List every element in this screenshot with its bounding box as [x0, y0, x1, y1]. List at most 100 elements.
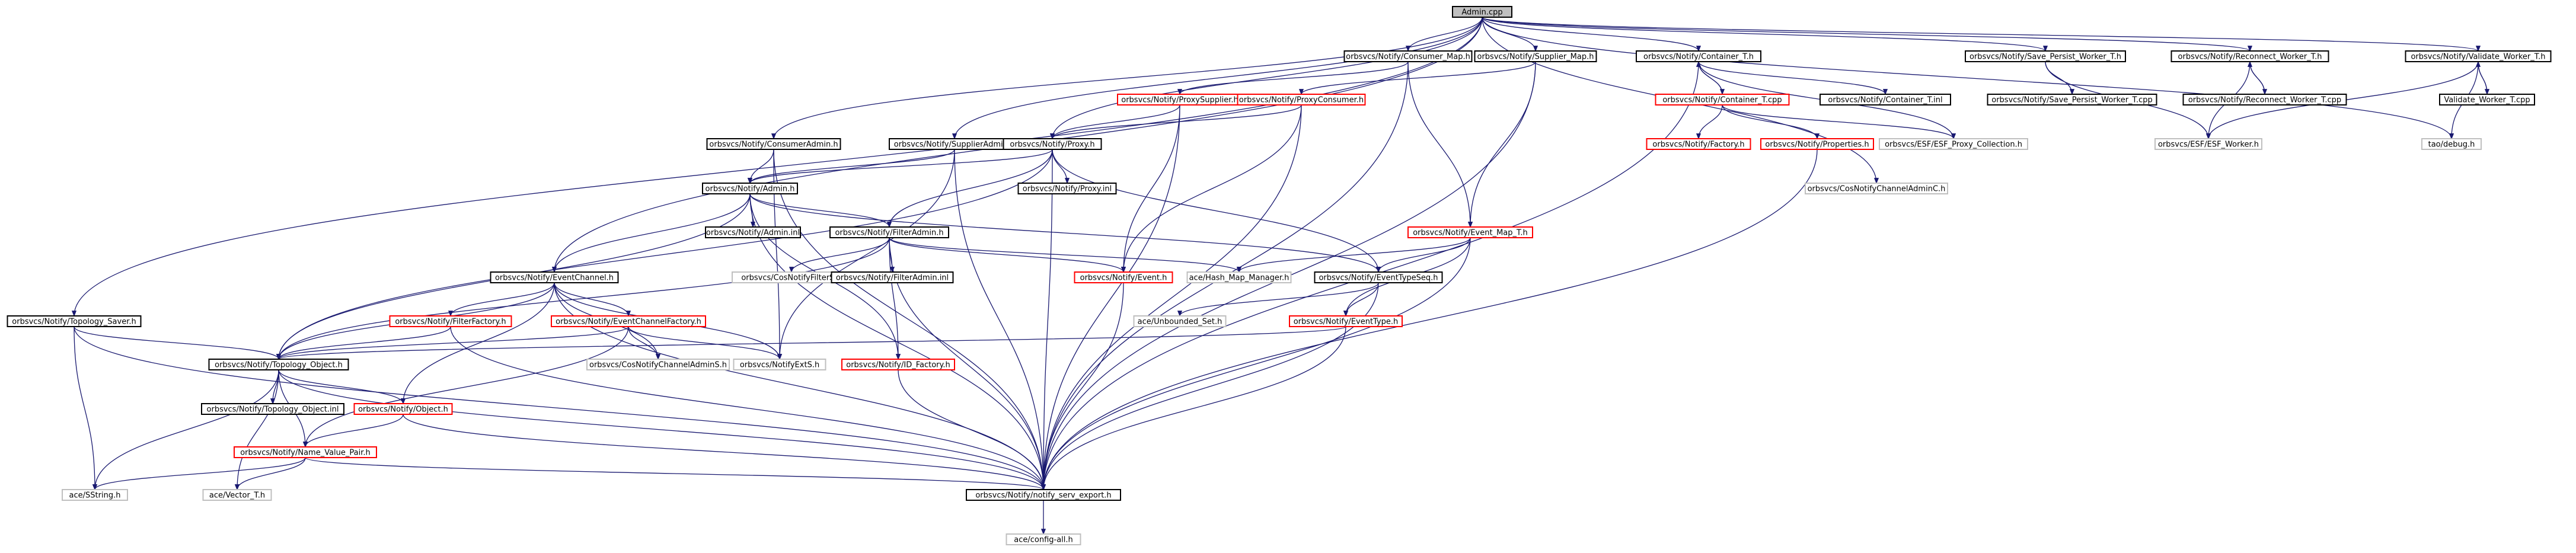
node-box: [1655, 94, 1790, 106]
node-box: [831, 271, 954, 283]
node-label: ace/Vector_T.h: [209, 491, 265, 500]
graph-node-topology-object-h[interactable]: orbsvcs/Notify/Topology_Object.h: [208, 359, 349, 370]
graph-node-proxy-h[interactable]: orbsvcs/Notify/Proxy.h: [1003, 138, 1102, 150]
graph-node-reconnect-worker-h[interactable]: orbsvcs/Notify/Reconnect_Worker_T.h: [2170, 50, 2329, 62]
graph-node-supplier-map-h[interactable]: orbsvcs/Notify/Supplier_Map.h: [1474, 50, 1597, 62]
graph-node-supplieradmin-h[interactable]: orbsvcs/Notify/SupplierAdmin.h: [889, 138, 1020, 150]
graph-node-proxyconsumer-h[interactable]: orbsvcs/Notify/ProxyConsumer.h: [1237, 94, 1366, 106]
node-box: [1646, 138, 1751, 150]
graph-node-notify-serv-export-h[interactable]: orbsvcs/Notify/notify_serv_export.h: [966, 489, 1121, 501]
edge-consumer_map_h-to-proxysupplier_h: [1177, 61, 1409, 95]
edge-topology_object_h-to-object_h: [278, 369, 406, 405]
graph-node-container-t-cpp[interactable]: orbsvcs/Notify/Container_T.cpp: [1655, 94, 1790, 106]
graph-node-container-t-inl[interactable]: orbsvcs/Notify/Container_T.inl: [1820, 94, 1951, 106]
graph-node-eventchannelfactory-h[interactable]: orbsvcs/Notify/EventChannelFactory.h: [551, 315, 706, 327]
graph-node-event-map-t-h[interactable]: orbsvcs/Notify/Event_Map_T.h: [1407, 226, 1533, 238]
edge-consumer_map_h-to-event_map_t_h: [1407, 61, 1473, 228]
node-label: orbsvcs/Notify/Proxy.h: [1010, 140, 1094, 149]
edge-notify_serv_export_h-to-config_all_h: [1040, 500, 1046, 535]
graph-node-factory-h[interactable]: orbsvcs/Notify/Factory.h: [1646, 138, 1751, 150]
graph-node-eventtypeseq-h[interactable]: orbsvcs/Notify/EventTypeSeq.h: [1314, 271, 1443, 283]
edge-event_map_t_h-to-eventtypeseq_h: [1375, 237, 1471, 273]
node-label: orbsvcs/Notify/SupplierAdmin.h: [894, 140, 1016, 149]
graph-node-proxysupplier-h[interactable]: orbsvcs/Notify/ProxySupplier.h: [1117, 94, 1243, 106]
edge-reconnect_worker_cpp-to-reconnect_worker_h: [2247, 60, 2265, 95]
edge-eventchannel_h-to-object_h: [400, 282, 555, 405]
graph-node-container-t-h[interactable]: orbsvcs/Notify/Container_T.h: [1636, 50, 1761, 62]
graph-node-proxy-inl[interactable]: orbsvcs/Notify/Proxy.inl: [1017, 183, 1117, 194]
graph-node-sstring-h: ace/SString.h: [62, 489, 128, 501]
edge-proxyconsumer_h-to-proxy_h: [1049, 104, 1302, 140]
edge-supplieradmin_h-to-notify_serv_export_h: [954, 149, 1046, 491]
graph-node-cosnotifychanneladminc-h: orbsvcs/CosNotifyChannelAdminC.h: [1805, 183, 1948, 194]
node-label: orbsvcs/Notify/ConsumerAdmin.h: [709, 140, 838, 149]
node-box: [1017, 183, 1117, 194]
node-label: orbsvcs/Notify/Topology_Object.inl: [207, 405, 339, 414]
node-box: [1003, 138, 1102, 150]
node-box: [1407, 226, 1533, 238]
graph-node-save-persist-worker-cpp[interactable]: orbsvcs/Notify/Save_Persist_Worker_T.cpp: [1987, 94, 2157, 106]
graph-node-topology-object-inl[interactable]: orbsvcs/Notify/Topology_Object.inl: [201, 403, 344, 415]
node-box: [1452, 6, 1512, 18]
node-label: ace/config-all.h: [1014, 536, 1073, 545]
edge-supplieradmin_h-to-notifyexts_h: [777, 149, 955, 360]
edge-eventchannelfactory_h-to-topology_object_h: [276, 326, 629, 360]
graph-node-id-factory-h[interactable]: orbsvcs/Notify/ID_Factory.h: [841, 359, 955, 370]
edge-proxy_h-to-proxy_inl: [1052, 149, 1070, 184]
graph-node-validate-worker-cpp[interactable]: Validate_Worker_T.cpp: [2439, 94, 2535, 106]
node-box: [202, 489, 272, 501]
edge-container_t_cpp-to-factory_h: [1696, 104, 1723, 140]
node-label: ace/Unbounded_Set.h: [1138, 318, 1222, 327]
graph-node-consumer-map-h[interactable]: orbsvcs/Notify/Consumer_Map.h: [1343, 50, 1473, 62]
node-box: [2405, 50, 2552, 62]
node-box: [706, 138, 841, 150]
graph-node-admin-h[interactable]: orbsvcs/Notify/Admin.h: [702, 183, 798, 194]
node-label: orbsvcs/Notify/Admin.h: [706, 185, 795, 194]
edge-proxysupplier_h-to-notify_serv_export_h: [1040, 104, 1180, 491]
node-box: [966, 489, 1121, 501]
node-label: orbsvcs/Notify/notify_serv_export.h: [975, 491, 1111, 500]
node-label: orbsvcs/CosNotifyChannelAdminS.h: [589, 361, 727, 370]
graph-node-admin-cpp[interactable]: Admin.cpp: [1452, 6, 1512, 18]
node-box: [2170, 50, 2329, 62]
node-box: [702, 183, 798, 194]
graph-node-cosnotifychanneladmins-h: orbsvcs/CosNotifyChannelAdminS.h: [586, 359, 730, 370]
node-label: orbsvcs/Notify/Event_Map_T.h: [1413, 229, 1528, 238]
graph-node-object-h[interactable]: orbsvcs/Notify/Object.h: [353, 403, 453, 415]
node-box: [1760, 138, 1874, 150]
graph-node-save-persist-worker-h[interactable]: orbsvcs/Notify/Save_Persist_Worker_T.h: [1965, 50, 2126, 62]
node-box: [7, 315, 142, 327]
edge-container_t_h-to-container_t_cpp: [1698, 61, 1725, 95]
graph-node-filteradmin-h[interactable]: orbsvcs/Notify/FilterAdmin.h: [829, 226, 949, 238]
node-box: [1965, 50, 2126, 62]
graph-node-filteradmin-inl[interactable]: orbsvcs/Notify/FilterAdmin.inl: [831, 271, 954, 283]
node-box: [1289, 315, 1403, 327]
graph-node-filterfactory-h[interactable]: orbsvcs/Notify/FilterFactory.h: [389, 315, 512, 327]
edge-filterfactory_h-to-topology_object_h: [276, 326, 451, 360]
graph-node-validate-worker-h[interactable]: orbsvcs/Notify/Validate_Worker_T.h: [2405, 50, 2552, 62]
graph-node-topology-saver-h[interactable]: orbsvcs/Notify/Topology_Saver.h: [7, 315, 142, 327]
graph-node-properties-h[interactable]: orbsvcs/Notify/Properties.h: [1760, 138, 1874, 150]
edge-proxy_h-to-topology_object_h: [276, 149, 1053, 360]
node-label: orbsvcs/Notify/Save_Persist_Worker_T.cpp: [1991, 96, 2153, 105]
graph-node-esf-worker-h: orbsvcs/ESF/ESF_Worker.h: [2154, 138, 2262, 150]
edge-eventchannelfactory_h-to-notifyexts_h: [628, 326, 783, 360]
edge-container_t_cpp-to-properties_h: [1722, 104, 1820, 140]
edge-topology_saver_h-to-topology_object_h: [74, 326, 282, 360]
graph-node-eventchannel-h[interactable]: orbsvcs/Notify/EventChannel.h: [490, 271, 619, 283]
edge-topology_saver_h-to-sstring_h: [74, 326, 98, 491]
edge-admin_cpp-to-tao_debug_h: [1482, 17, 2454, 140]
node-label: orbsvcs/Notify/Object.h: [358, 405, 448, 414]
edge-admin_cpp-to-save_persist_worker_h: [1482, 17, 2048, 52]
graph-node-reconnect-worker-cpp[interactable]: orbsvcs/Notify/Reconnect_Worker_T.cpp: [2182, 94, 2347, 106]
node-label: orbsvcs/Notify/Container_T.inl: [1828, 96, 1942, 105]
edge-save_persist_worker_h-to-save_persist_worker_cpp: [2045, 61, 2075, 95]
graph-node-eventtype-h[interactable]: orbsvcs/Notify/EventType.h: [1289, 315, 1403, 327]
graph-node-name-value-pair-h[interactable]: orbsvcs/Notify/Name_Value_Pair.h: [234, 446, 377, 458]
node-box: [208, 359, 349, 370]
node-label: orbsvcs/Notify/FilterAdmin.inl: [836, 274, 949, 283]
graph-node-admin-inl[interactable]: orbsvcs/Notify/Admin.inl: [705, 226, 801, 238]
graph-node-event-h[interactable]: orbsvcs/Notify/Event.h: [1074, 271, 1173, 283]
graph-node-consumeradmin-h[interactable]: orbsvcs/Notify/ConsumerAdmin.h: [706, 138, 841, 150]
